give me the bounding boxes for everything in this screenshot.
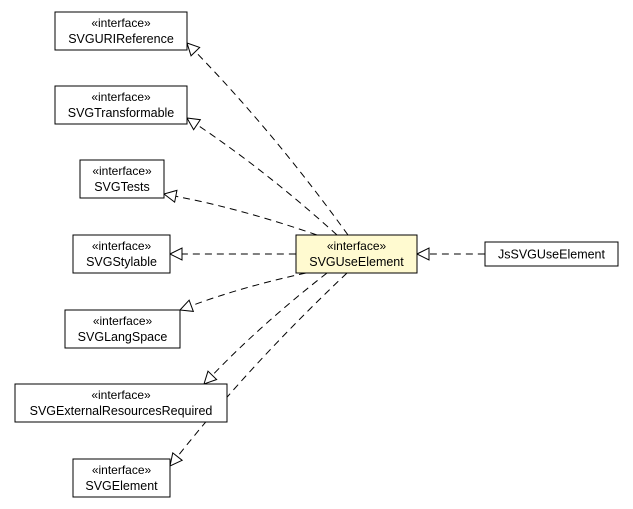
stereotype-label: «interface» bbox=[91, 16, 151, 30]
class-node-svguri[interactable]: «interface» SVGURIReference bbox=[54, 11, 188, 51]
class-box bbox=[295, 234, 418, 274]
class-box bbox=[54, 11, 188, 51]
class-node-svgtests[interactable]: «interface» SVGTests bbox=[79, 159, 165, 199]
realization-edge-svguse-to-svgtests bbox=[175, 195, 318, 236]
class-name-label: JsSVGUseElement bbox=[498, 248, 606, 262]
stereotype-label: «interface» bbox=[91, 90, 151, 104]
realization-arrowhead-svgstyl bbox=[168, 247, 183, 261]
class-box bbox=[64, 309, 181, 349]
edges-layer bbox=[162, 42, 485, 467]
realization-edge-svguse-to-svgel bbox=[177, 272, 348, 457]
stereotype-label: «interface» bbox=[92, 463, 152, 477]
class-name-label: SVGExternalResourcesRequired bbox=[30, 404, 213, 418]
class-box bbox=[72, 234, 171, 274]
class-box bbox=[79, 159, 165, 199]
class-node-svgel[interactable]: «interface» SVGElement bbox=[72, 458, 171, 498]
class-node-jsuse[interactable]: JsSVGUseElement bbox=[484, 241, 619, 267]
stereotype-label: «interface» bbox=[92, 164, 152, 178]
realization-arrowhead-svguse bbox=[415, 247, 430, 261]
class-box bbox=[14, 383, 228, 423]
realization-arrowhead-svgext bbox=[203, 370, 218, 385]
class-name-label: SVGUseElement bbox=[309, 255, 404, 269]
class-node-svgext[interactable]: «interface» SVGExternalResourcesRequired bbox=[14, 383, 228, 423]
realization-arrowhead-svgel bbox=[169, 451, 184, 467]
realization-arrowhead-svgtrans bbox=[186, 117, 202, 131]
realization-edge-svguse-to-svglang bbox=[191, 272, 307, 307]
class-node-svguse[interactable]: «interface» SVGUseElement bbox=[295, 234, 418, 274]
nodes-layer: «interface» SVGURIReference «interface» SVG… bbox=[14, 11, 619, 498]
class-name-label: SVGURIReference bbox=[68, 32, 174, 46]
realization-arrowhead-svgtests bbox=[162, 189, 178, 204]
stereotype-label: «interface» bbox=[92, 239, 152, 253]
class-box bbox=[54, 85, 188, 125]
realization-edge-svguse-to-svguri bbox=[194, 51, 349, 236]
class-name-label: SVGLangSpace bbox=[78, 330, 168, 344]
class-node-svgstyl[interactable]: «interface» SVGStylable bbox=[72, 234, 171, 274]
class-name-label: SVGTests bbox=[94, 180, 150, 194]
class-name-label: SVGStylable bbox=[86, 255, 157, 269]
realization-edge-svguse-to-svgtrans bbox=[196, 124, 338, 236]
class-box bbox=[72, 458, 171, 498]
class-box bbox=[484, 241, 619, 267]
stereotype-label: «interface» bbox=[91, 388, 151, 402]
stereotype-label: «interface» bbox=[327, 239, 387, 253]
class-name-label: SVGElement bbox=[85, 479, 158, 493]
class-node-svgtrans[interactable]: «interface» SVGTransformable bbox=[54, 85, 188, 125]
realization-arrowhead-svguri bbox=[186, 42, 201, 57]
realization-edge-svguse-to-svgext bbox=[211, 272, 328, 376]
class-name-label: SVGTransformable bbox=[68, 106, 175, 120]
class-node-svglang[interactable]: «interface» SVGLangSpace bbox=[64, 309, 181, 349]
realization-arrowhead-svglang bbox=[178, 299, 195, 313]
stereotype-label: «interface» bbox=[93, 314, 153, 328]
